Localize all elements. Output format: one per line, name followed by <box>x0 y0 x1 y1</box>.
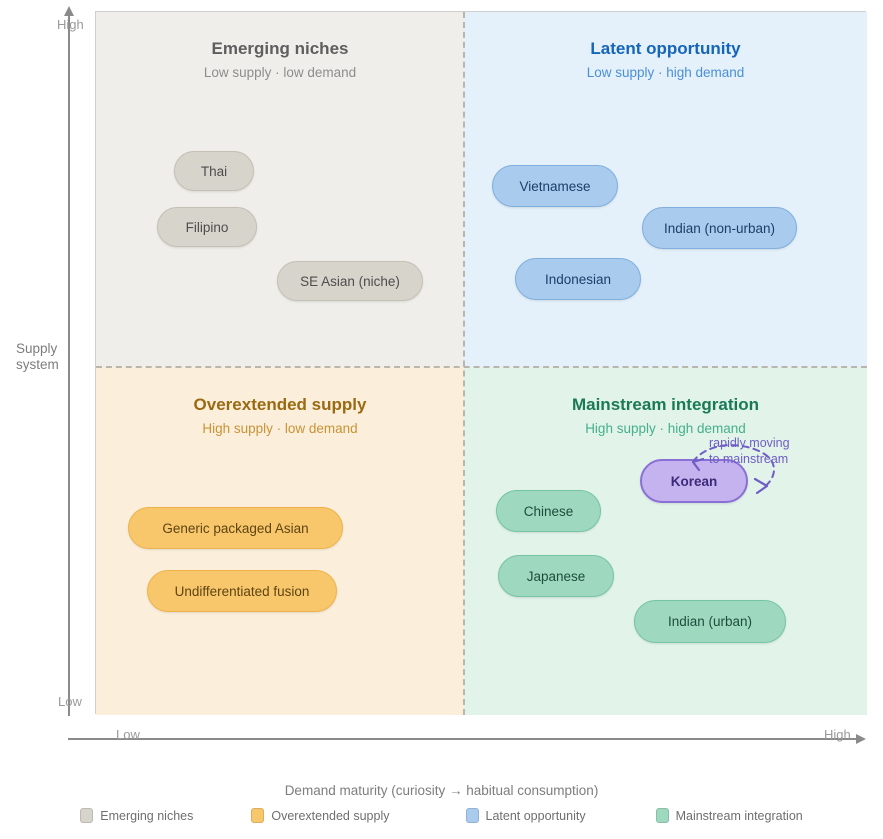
legend-label: Emerging niches <box>100 808 194 823</box>
pill-generic-packaged-asian[interactable]: Generic packaged Asian <box>128 507 343 549</box>
quadrant-divider-horizontal <box>96 366 867 368</box>
legend-item-overextended-supply[interactable]: Overextended supply <box>251 808 390 823</box>
legend-label: Latent opportunity <box>485 808 586 823</box>
pill-thai[interactable]: Thai <box>174 151 254 191</box>
quadrant-divider-vertical <box>463 12 465 715</box>
legend-label: Mainstream integration <box>675 808 803 823</box>
x-axis-line <box>68 738 858 740</box>
pill-chinese[interactable]: Chinese <box>496 490 601 532</box>
x-axis-arrow-icon <box>856 734 866 744</box>
pill-filipino[interactable]: Filipino <box>157 207 257 247</box>
pill-japanese[interactable]: Japanese <box>498 555 614 597</box>
x-axis-high-label: High <box>824 727 851 742</box>
pill-se-asian-niche[interactable]: SE Asian (niche) <box>277 261 423 301</box>
y-axis-low-label: Low <box>58 694 82 709</box>
legend: Emerging niches Overextended supply Late… <box>0 808 883 823</box>
pill-indian-urban[interactable]: Indian (urban) <box>634 600 786 643</box>
legend-swatch-icon <box>465 808 479 823</box>
pill-vietnamese[interactable]: Vietnamese <box>492 165 618 207</box>
pill-indian-non-urban[interactable]: Indian (non-urban) <box>642 207 797 249</box>
legend-swatch-icon <box>80 808 94 823</box>
plot-area: Emerging niches Low supply · low demand … <box>95 11 867 715</box>
legend-swatch-icon <box>251 808 265 823</box>
pill-indonesian[interactable]: Indonesian <box>515 258 641 300</box>
legend-label: Overextended supply <box>271 808 390 823</box>
y-axis-high-label: High <box>57 17 84 32</box>
legend-item-emerging-niches[interactable]: Emerging niches <box>80 808 193 823</box>
legend-swatch-icon <box>655 808 669 823</box>
annotation-label: rapidly moving to mainstream <box>709 436 790 466</box>
x-axis-low-label: Low <box>116 727 140 742</box>
x-axis-title: Demand maturity (curiosity → habitual co… <box>284 783 599 798</box>
y-axis-arrow-icon <box>63 6 74 16</box>
y-axis-line <box>68 16 70 716</box>
legend-item-mainstream-integration[interactable]: Mainstream integration <box>655 808 803 823</box>
legend-item-latent-opportunity[interactable]: Latent opportunity <box>465 808 586 823</box>
quadrant-mainstream-integration <box>464 367 867 715</box>
quadrant-emerging-niches <box>96 12 464 367</box>
y-axis-title: Supply system <box>16 341 59 372</box>
pill-undifferentiated-fusion[interactable]: Undifferentiated fusion <box>147 570 337 612</box>
